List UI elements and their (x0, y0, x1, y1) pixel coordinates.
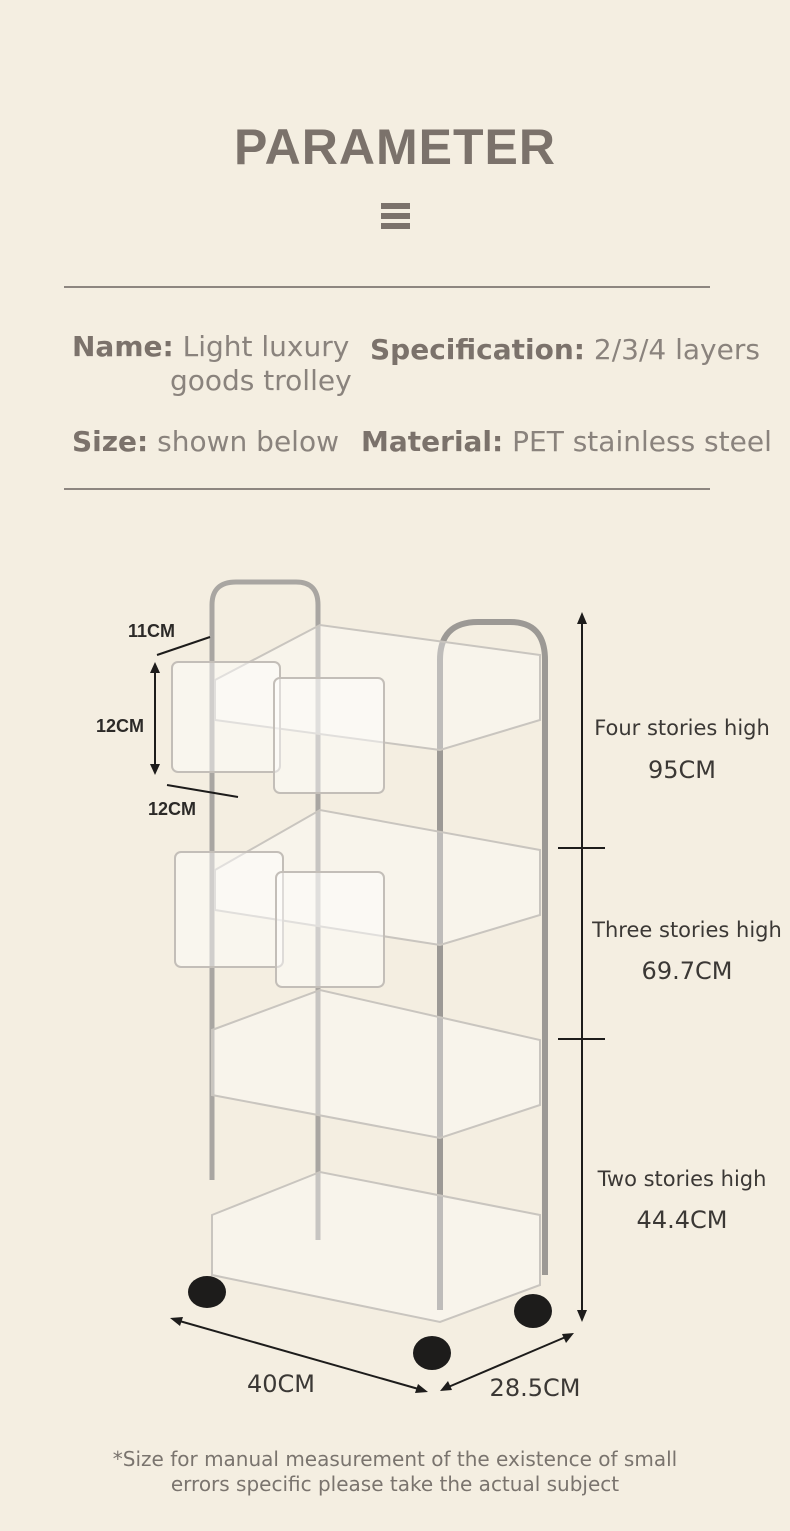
param-name-value-line2: goods trolley (170, 364, 352, 397)
param-name-value-line1: Light luxury (182, 330, 350, 363)
param-specification-label: Specification: (370, 333, 585, 366)
length-value: 40CM (246, 1370, 315, 1398)
footnote-line2: errors specific please take the actual s… (170, 1472, 620, 1496)
top-divider (64, 286, 710, 288)
dim-basket-depth: 11CM (128, 621, 176, 641)
four-stories-value: 95CM (647, 756, 716, 784)
hamburger-icon (381, 203, 410, 231)
four-stories-label: Four stories high (594, 716, 770, 740)
param-name-label: Name: (72, 330, 174, 363)
page-title: PARAMETER (234, 119, 556, 175)
footnote: *Size for manual measurement of the exis… (0, 1447, 790, 1497)
param-material-value: PET stainless steel (512, 425, 772, 458)
bottom-divider (64, 488, 710, 490)
param-name: Name: Light luxury (72, 330, 349, 364)
three-stories-value: 69.7CM (641, 957, 733, 985)
param-size-value: shown below (157, 425, 339, 458)
two-stories-value: 44.4CM (636, 1206, 728, 1234)
param-specification: Specification: 2/3/4 layers (370, 333, 760, 367)
two-stories-label: Two stories high (597, 1167, 767, 1191)
three-stories-label: Three stories high (592, 918, 782, 942)
width-value: 28.5CM (489, 1374, 581, 1402)
dim-basket-width: 12CM (148, 799, 197, 819)
param-material: Material: PET stainless steel (361, 425, 772, 459)
param-specification-value: 2/3/4 layers (593, 333, 760, 366)
param-material-label: Material: (361, 425, 504, 458)
footnote-line1: *Size for manual measurement of the exis… (112, 1447, 678, 1471)
param-size: Size: shown below (72, 425, 339, 459)
trolley-illustration (150, 579, 605, 1393)
param-size-label: Size: (72, 425, 149, 458)
dim-basket-height: 12CM (96, 716, 145, 736)
